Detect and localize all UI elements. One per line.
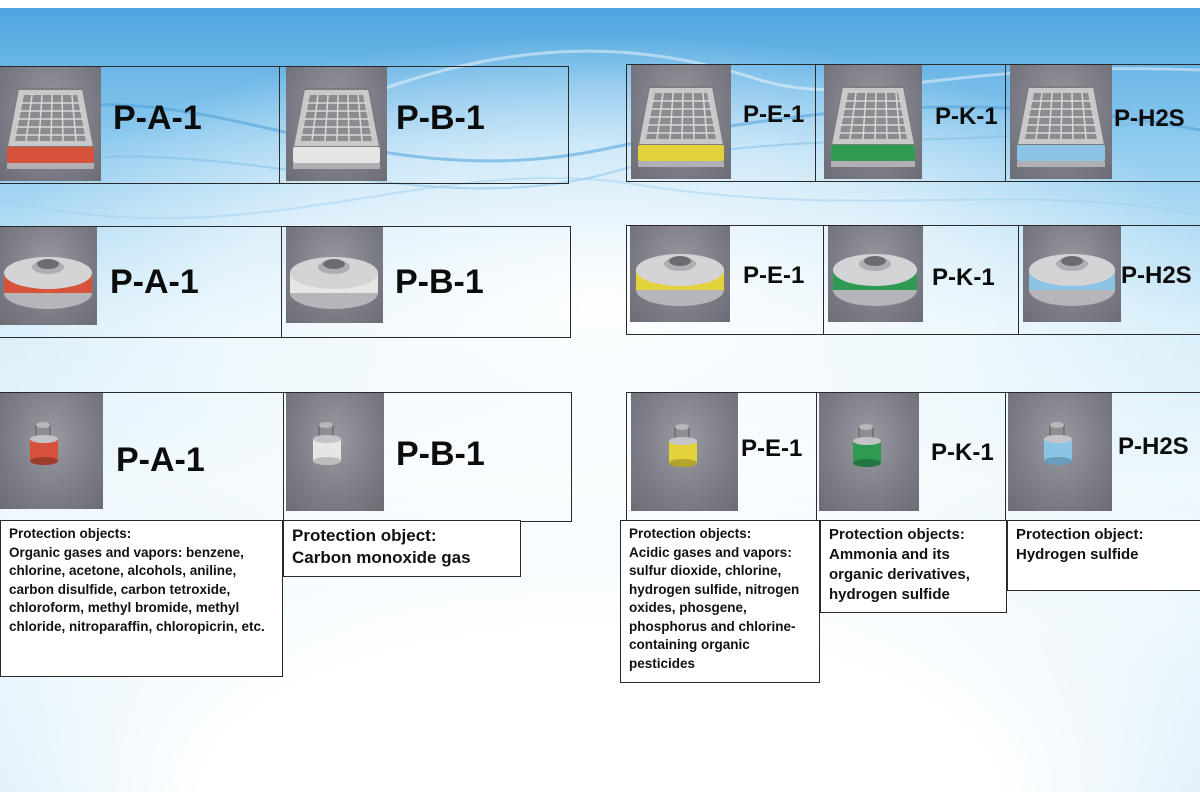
model-label: P-E-1 <box>741 435 803 462</box>
model-label: P-K-1 <box>931 439 994 466</box>
cartridge-photo <box>1023 226 1121 322</box>
cartridge-card-pa1: P-A-1 <box>0 393 284 521</box>
cartridge-photo <box>631 393 738 511</box>
model-label: P-K-1 <box>935 103 998 130</box>
protection-description-pb1: Protection object: Carbon monoxide gas <box>283 520 521 577</box>
model-label: P-B-1 <box>396 99 485 137</box>
cartridge-card-pk1: P-K-1 <box>816 65 1006 181</box>
cartridge-photo <box>0 227 97 325</box>
bottom-border <box>0 792 1200 800</box>
cartridge-card-pe1: P-E-1 <box>627 65 816 181</box>
cartridge-photo <box>631 65 731 179</box>
cartridge-card-ph2s: P-H2S <box>1006 65 1200 181</box>
cartridge-card-ph2s: P-H2S <box>1019 226 1200 334</box>
row1-left-panel: P-A-1 P-B-1 <box>0 66 569 184</box>
protection-description-pe1: Protection objects: Acidic gases and vap… <box>620 520 820 683</box>
row2-right-panel: P-E-1 P-K-1 P-H2S <box>626 225 1200 335</box>
cartridge-photo <box>824 65 922 179</box>
cartridge-photo <box>0 393 103 509</box>
protection-description-pk1: Protection objects: Ammonia and its orga… <box>820 520 1007 613</box>
row1-right-panel: P-E-1 P-K-1 <box>626 64 1200 182</box>
cartridge-photo <box>630 226 730 322</box>
model-label: P-A-1 <box>113 99 202 137</box>
cartridge-card-pb1: P-B-1 <box>282 227 568 337</box>
model-label: P-A-1 <box>110 263 199 301</box>
protection-description-pa1: Protection objects: Organic gases and va… <box>0 520 283 677</box>
model-label: P-H2S <box>1118 433 1189 460</box>
cartridge-photo <box>1010 65 1112 179</box>
model-label: P-B-1 <box>396 435 485 473</box>
cartridge-card-pa1: P-A-1 <box>0 227 282 337</box>
protection-description-ph2s: Protection object: Hydrogen sulfide <box>1007 520 1200 591</box>
cartridge-photo <box>286 67 387 181</box>
cartridge-card-pe1: P-E-1 <box>627 393 817 521</box>
model-label: P-A-1 <box>116 441 205 479</box>
cartridge-photo <box>286 227 383 323</box>
model-label: P-H2S <box>1114 105 1185 132</box>
cartridge-card-ph2s: P-H2S <box>1006 393 1200 521</box>
model-label: P-E-1 <box>743 262 805 289</box>
cartridge-card-pb1: P-B-1 <box>284 393 569 521</box>
row2-left-panel: P-A-1 P-B-1 <box>0 226 571 338</box>
cartridge-card-pa1: P-A-1 <box>0 67 280 183</box>
cartridge-photo <box>1008 393 1112 511</box>
model-label: P-H2S <box>1121 262 1192 289</box>
top-border <box>0 0 1200 8</box>
cartridge-card-pk1: P-K-1 <box>817 393 1006 521</box>
cartridge-photo <box>286 393 384 511</box>
model-label: P-B-1 <box>395 263 484 301</box>
cartridge-photo <box>828 226 923 322</box>
cartridge-photo <box>0 67 101 181</box>
cartridge-card-pk1: P-K-1 <box>824 226 1019 334</box>
model-label: P-K-1 <box>932 264 995 291</box>
row3-right-panel: P-E-1 P-K-1 P-H2S <box>626 392 1200 522</box>
cartridge-card-pb1: P-B-1 <box>280 67 566 183</box>
model-label: P-E-1 <box>743 101 805 128</box>
cartridge-card-pe1: P-E-1 <box>627 226 824 334</box>
row3-left-panel: P-A-1 P-B-1 <box>0 392 572 522</box>
cartridge-photo <box>819 393 919 511</box>
